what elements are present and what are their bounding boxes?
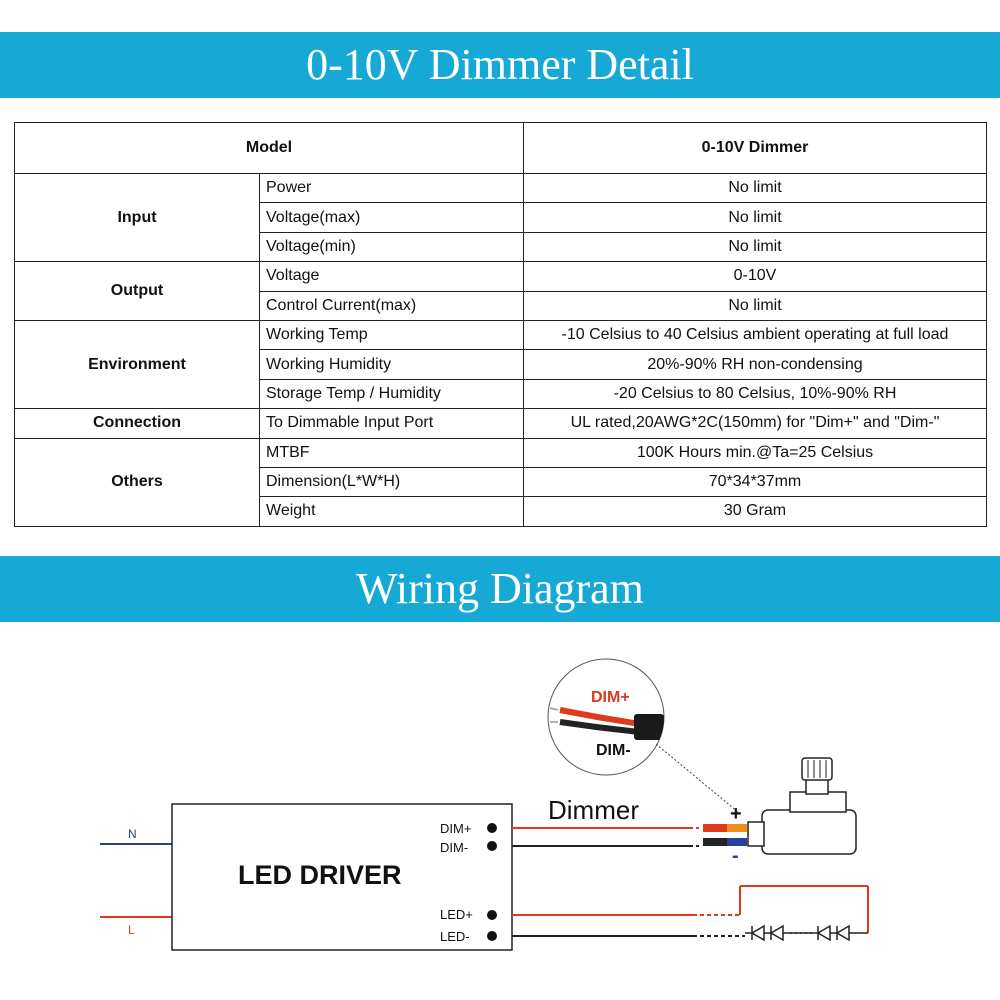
dimmer-lead-orange [727,824,747,832]
spec-item: Weight [259,496,524,527]
table-row: Connection To Dimmable Input Port UL rat… [14,408,987,439]
dimmer-lead-blue [727,838,747,846]
spec-value: No limit [523,290,987,321]
table-row: Output Voltage 0-10V [14,261,987,321]
spec-item: Working Temp [259,319,524,351]
spec-table: Model 0-10V Dimmer Input Power No limit … [14,122,987,527]
neutral-label: N [128,827,137,841]
spec-value: -20 Celsius to 80 Celsius, 10%-90% RH [523,378,987,410]
group-output: Output [14,261,260,321]
spec-item: MTBF [259,437,524,468]
group-others: Others [14,437,260,527]
led-driver-box [171,803,513,951]
terminal-led-plus: LED+ [440,907,473,922]
spec-value: 0-10V [523,261,987,292]
terminal-dot-dim-plus [487,823,497,833]
spec-item: Voltage(min) [259,231,524,263]
spec-title-banner: 0-10V Dimmer Detail [0,32,1000,98]
table-row: Voltage(min) No limit [15,231,987,263]
terminal-dim-plus: DIM+ [440,821,471,836]
terminal-dot-led-minus [487,931,497,941]
plus-sign: + [730,803,742,825]
group-connection: Connection [14,408,260,439]
callout-pointer [655,743,739,813]
spec-value: UL rated,20AWG*2C(150mm) for "Dim+" and … [523,408,987,439]
table-row: Working Humidity 20%-90% RH non-condensi… [15,349,987,380]
table-row: Storage Temp / Humidity -20 Celsius to 8… [15,378,987,410]
group-environment: Environment [14,319,260,410]
minus-sign: - [732,845,739,867]
table-row: Weight 30 Gram [15,496,987,527]
spec-value: No limit [523,202,987,233]
terminal-led-minus: LED- [440,929,470,944]
table-row: Control Current(max) No limit [15,290,987,321]
dimmer-device-icon [747,757,857,855]
spec-item: Working Humidity [259,349,524,380]
spec-value: No limit [523,172,987,204]
terminal-dot-led-plus [487,910,497,920]
spec-item: Dimension(L*W*H) [259,466,524,498]
spec-item: Voltage [259,261,524,292]
dimmer-lead-black [703,838,727,846]
group-input: Input [14,172,260,263]
live-label: L [128,923,135,937]
terminal-dot-dim-minus [487,841,497,851]
spec-item: Storage Temp / Humidity [259,378,524,410]
spec-value: 100K Hours min.@Ta=25 Celsius [523,437,987,468]
spec-item: Voltage(max) [259,202,524,233]
spec-item: Control Current(max) [259,290,524,321]
wiring-title-banner: Wiring Diagram [0,556,1000,622]
table-row: Dimension(L*W*H) 70*34*37mm [15,466,987,498]
dimmer-label: Dimmer [548,795,639,825]
table-row: Others MTBF 100K Hours min.@Ta=25 Celsiu… [14,437,987,527]
spec-value: 30 Gram [523,496,987,527]
zoom-dim-plus-label: DIM+ [591,689,630,706]
spec-value: No limit [523,231,987,263]
dimmer-lead-red [703,824,727,832]
model-label: Model [14,122,524,174]
terminal-dim-minus: DIM- [440,840,468,855]
spec-value: 20%-90% RH non-condensing [523,349,987,380]
table-row: Voltage(max) No limit [15,202,987,233]
spec-item: Power [259,172,524,204]
wire-zoom-callout: DIM+ DIM- [547,658,665,776]
zoom-dim-minus-label: DIM- [596,742,631,759]
table-row: Input Power No limit [14,172,987,263]
led-diode-string-icon [745,924,868,942]
wiring-diagram: N L LED DRIVER DIM+ DIM- LED+ LED- Dimme… [100,658,869,951]
spec-value: -10 Celsius to 40 Celsius ambient operat… [523,319,987,351]
model-value: 0-10V Dimmer [523,122,987,174]
spec-table-body: Model 0-10V Dimmer Input Power No limit … [14,122,987,527]
table-row: Environment Working Temp -10 Celsius to … [14,319,987,410]
spec-value: 70*34*37mm [523,466,987,498]
header-row: Model 0-10V Dimmer [14,122,987,174]
spec-item: To Dimmable Input Port [259,408,524,439]
led-driver-label: LED DRIVER [238,860,402,890]
